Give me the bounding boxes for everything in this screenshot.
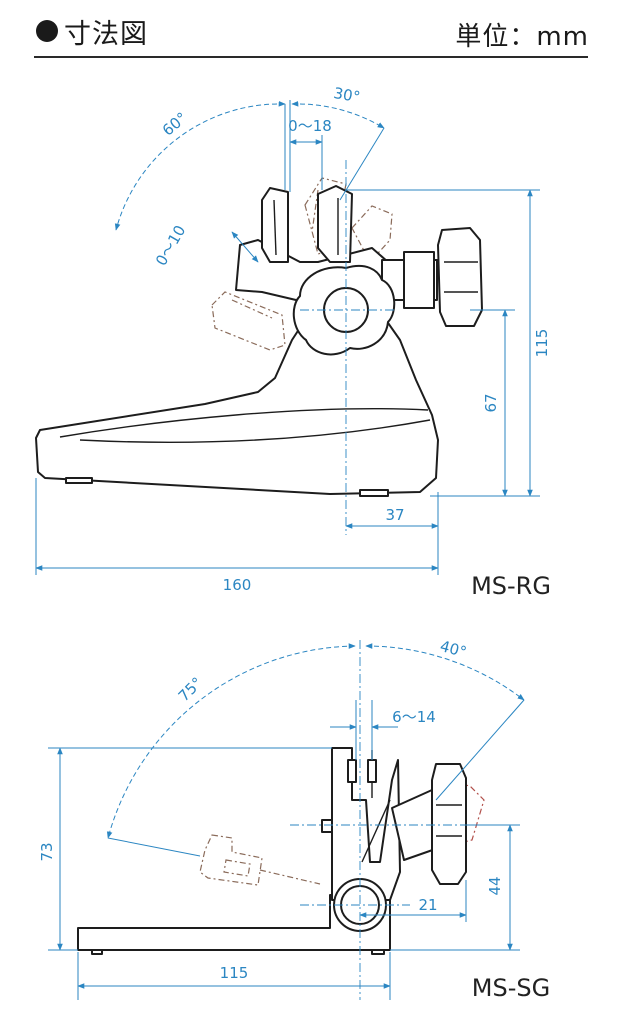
section-title: 寸法図	[64, 19, 148, 50]
header-rule	[34, 56, 588, 58]
ms-sg-height-total-label: 73	[38, 842, 56, 861]
ms-sg-side-knob	[431, 763, 467, 885]
ms-sg-foot-right	[371, 949, 385, 955]
ms-sg-height-center-label: 44	[486, 876, 504, 895]
ms-sg-drawing: 115 73 44 21 6～14 75° 40° MS-SG	[38, 637, 550, 1002]
unit-label: 単位：mm	[455, 22, 589, 52]
section-header: 寸法図 単位：mm	[0, 0, 619, 64]
ms-rg-height-total-label: 115	[533, 329, 551, 358]
ms-sg-jaw-left	[347, 759, 357, 783]
ms-rg-side-knob	[437, 227, 483, 327]
ms-rg-angle-right-label: 30°	[332, 84, 361, 106]
ms-rg-jaw-right	[317, 185, 353, 263]
ms-rg-angle-left-label: 60°	[159, 109, 191, 140]
ms-sg-angle-left-label: 75°	[175, 674, 207, 706]
ms-rg-height-center-label: 67	[482, 393, 500, 412]
ms-rg-offset-label: 37	[385, 506, 404, 524]
ms-sg-model-label: MS-SG	[472, 974, 550, 1002]
ms-rg-foot-right	[359, 489, 389, 497]
ms-sg-offset-label: 21	[418, 896, 437, 914]
ms-sg-upright	[331, 747, 401, 901]
ms-rg-drawing: 160 37 115 67 0～18 0～10 60° 30° MS-RG	[35, 84, 551, 600]
ms-sg-width-label: 115	[220, 964, 249, 982]
ms-rg-collar	[403, 251, 435, 309]
ms-rg-model-label: MS-RG	[471, 572, 551, 600]
ms-rg-clamp-label: 0～18	[288, 117, 332, 135]
ms-rg-jaw-label: 0～10	[152, 222, 189, 269]
ms-sg-jaw-right	[367, 759, 377, 783]
bullet-icon	[36, 20, 58, 42]
ms-sg-foot-left	[91, 949, 103, 955]
ms-sg-clamp-label: 6～14	[392, 708, 436, 726]
ms-sg-pin	[321, 819, 333, 833]
ms-sg-angle-right-label: 40°	[438, 637, 468, 661]
ms-rg-width-label: 160	[223, 576, 252, 594]
ms-rg-foot-left	[65, 477, 93, 484]
